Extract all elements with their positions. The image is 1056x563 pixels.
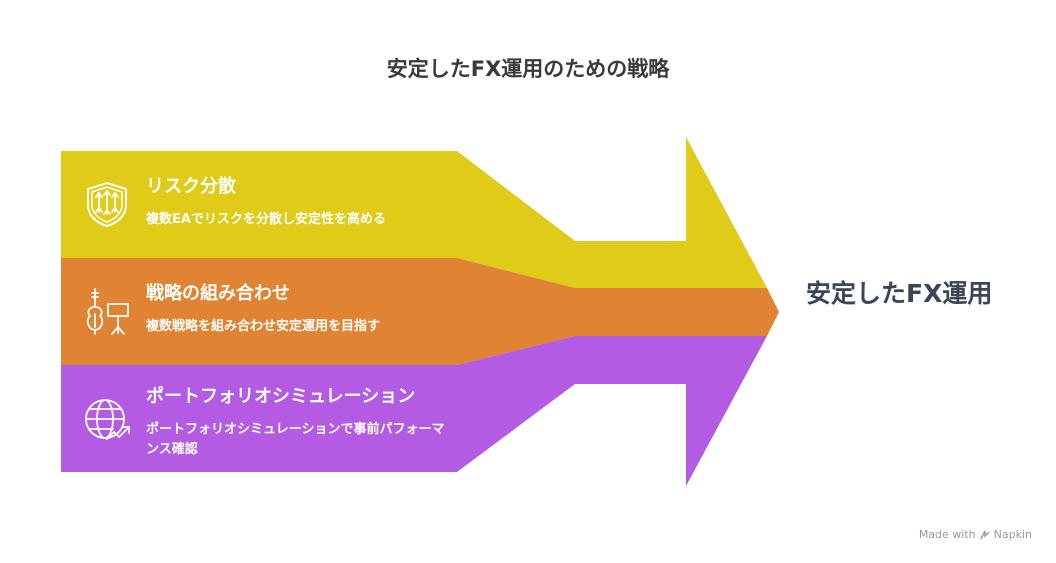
shield-arrows-icon: [87, 181, 127, 228]
band-risk-diversification: [61, 137, 767, 288]
made-with-footer[interactable]: Made with Napkin: [919, 528, 1032, 541]
band-text-portfolio-simulation: ポートフォリオシミュレーション ポートフォリオシミュレーションで事前パフォーマン…: [146, 385, 446, 460]
diagram-title: 安定したFX運用のための戦略: [386, 57, 670, 81]
band-strategy-combination: [61, 258, 779, 365]
band-title: ポートフォリオシミュレーション: [146, 386, 416, 407]
brand-name: Napkin: [993, 528, 1032, 541]
band-title: リスク分散: [146, 176, 236, 197]
violin-stand-icon: [86, 288, 129, 335]
band-text-risk-diversification: リスク分散 複数EAでリスクを分散し安定性を高める: [146, 175, 446, 230]
band-description: 複数EAでリスクを分散し安定性を高める: [146, 212, 386, 227]
result-label: 安定したFX運用: [806, 279, 993, 308]
band-title: 戦略の組み合わせ: [146, 283, 290, 304]
band-description: 複数戦略を組み合わせ安定運用を目指す: [146, 319, 381, 334]
made-with-text: Made with: [918, 528, 976, 541]
band-portfolio-simulation: [61, 336, 767, 486]
band-description: ポートフォリオシミュレーションで事前パフォーマンス確認: [146, 422, 445, 457]
globe-chart-icon: [85, 399, 130, 440]
napkin-logo-icon: [980, 530, 990, 539]
band-text-strategy-combination: 戦略の組み合わせ 複数戦略を組み合わせ安定運用を目指す: [146, 282, 446, 337]
